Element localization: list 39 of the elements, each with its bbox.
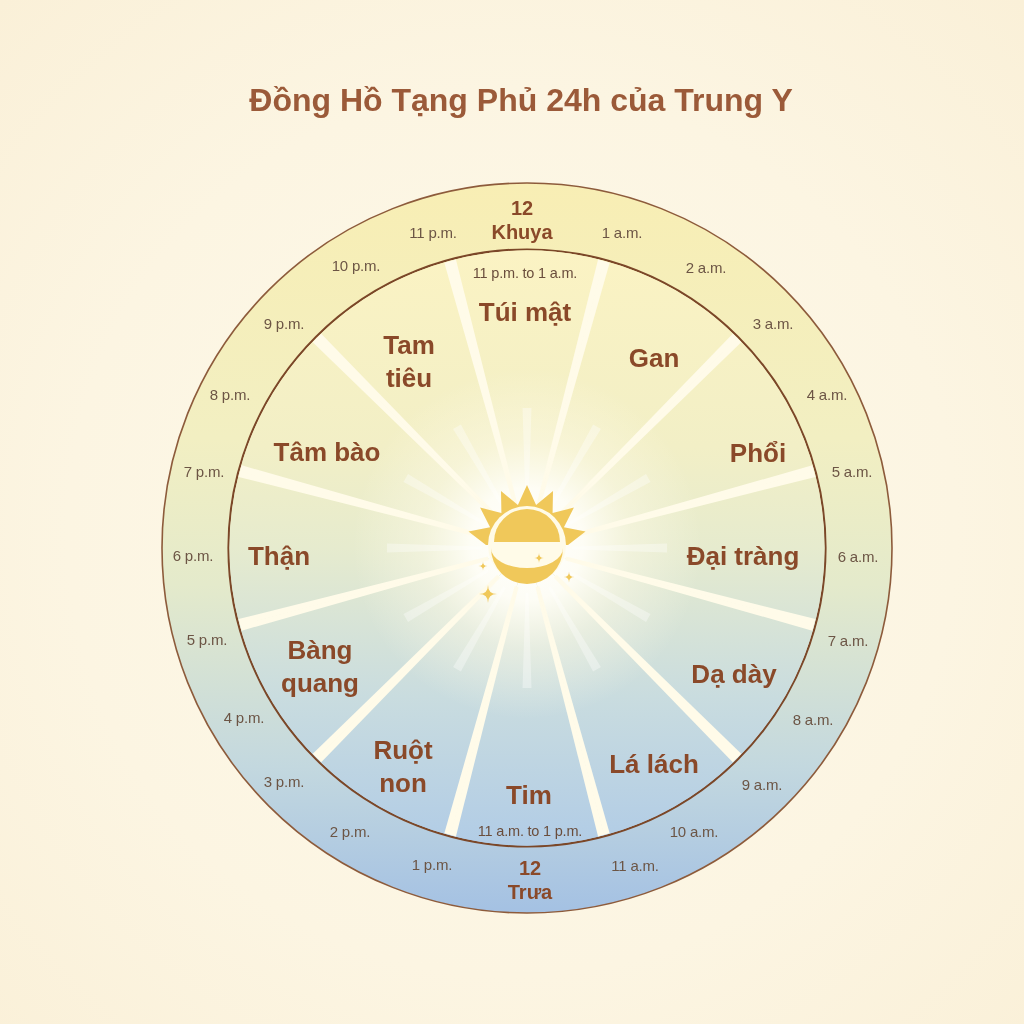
organ-label: Đại tràng (686, 539, 800, 573)
hour-label: 1 p.m. (411, 856, 453, 874)
organ-label: Bàng quang (280, 633, 360, 699)
organ-label: Dạ dày (691, 657, 777, 691)
hour-label: 6 a.m. (837, 548, 879, 566)
organ-label: Phổi (729, 436, 787, 470)
hour-label: 2 p.m. (329, 823, 371, 841)
organ-label: Tim (506, 778, 552, 812)
hour-label: 9 p.m. (263, 315, 305, 333)
organ-label: Tâm bào (273, 435, 381, 469)
hour-label: 10 p.m. (331, 257, 381, 275)
hour-label: 3 p.m. (263, 773, 305, 791)
hour-label: 5 a.m. (831, 463, 873, 481)
organ-label: Gan (628, 341, 680, 375)
organ-label: Tam tiêu (382, 328, 436, 394)
hour-label: 12 Trưa (506, 855, 554, 905)
organ-label: Lá lách (609, 747, 699, 781)
diagram-title: Đồng Hồ Tạng Phủ 24h của Trung Y (249, 81, 793, 120)
organ-label: Ruột non (372, 733, 434, 799)
hour-label: 7 p.m. (183, 463, 225, 481)
hour-label: 4 a.m. (806, 386, 848, 404)
hour-label: 4 p.m. (223, 709, 265, 727)
hour-label: 3 a.m. (752, 315, 794, 333)
hour-label: 11 p.m. (409, 224, 457, 242)
time-range-label: 11 a.m. to 1 p.m. (477, 823, 583, 841)
hour-label: 5 p.m. (186, 631, 228, 649)
hour-label: 6 p.m. (172, 547, 214, 565)
hour-label: 10 a.m. (669, 823, 719, 841)
time-range-label: 11 p.m. to 1 a.m. (472, 265, 578, 283)
hour-label: 8 p.m. (209, 386, 251, 404)
organ-label: Thận (247, 539, 311, 573)
hour-label: 2 a.m. (685, 259, 727, 277)
hour-label: 7 a.m. (827, 632, 869, 650)
organ-label: Túi mật (478, 295, 572, 329)
hour-label: 1 a.m. (601, 224, 643, 242)
hour-label: 8 a.m. (792, 711, 834, 729)
hour-label: 11 a.m. (611, 857, 659, 875)
hour-label: 9 a.m. (741, 776, 783, 794)
hour-label: 12 Khuya (490, 195, 554, 245)
